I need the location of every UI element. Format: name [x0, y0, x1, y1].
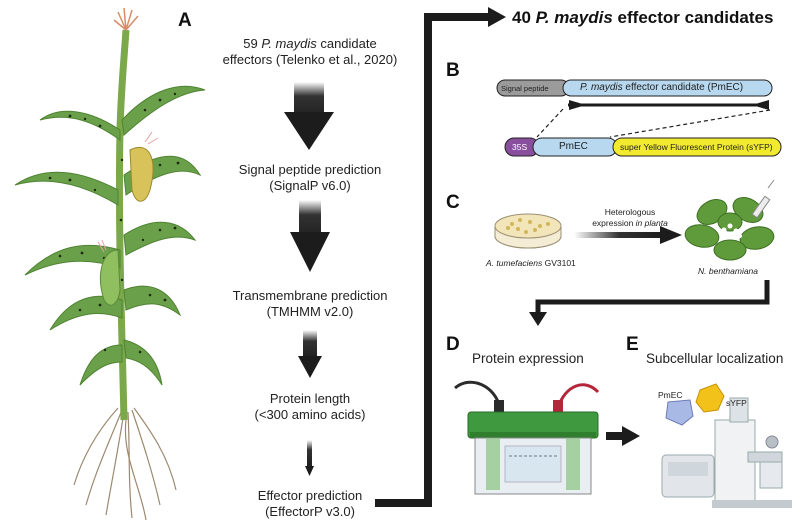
syfp-protein-label: sYFP	[726, 398, 747, 408]
panel-label-c: C	[446, 192, 460, 213]
pmec-short-label: PmEC	[559, 141, 588, 152]
signal-peptide-label: Signal peptide	[501, 84, 549, 93]
pmec-long-label: P. maydis effector candidate (PmEC)	[580, 82, 744, 93]
host-plant-label: N. benthamiana	[698, 266, 759, 276]
protein-expression-title: Protein expression	[472, 351, 584, 366]
panel-label-a: A	[178, 10, 192, 31]
pmec-protein-label: PmEC	[658, 390, 683, 400]
pipeline-step-effectorp: Effector prediction (EffectorP v3.0)	[257, 488, 363, 519]
syfp-label: super Yellow Fluorescent Protein (sYFP)	[620, 142, 773, 152]
nicotiana-plant-illustration	[684, 179, 775, 261]
heterologous-expression-label: Heterologous expression in planta	[592, 207, 668, 228]
agroinfiltration-arrow	[574, 226, 682, 244]
connector-arrow-to-result	[375, 7, 506, 507]
arrow-d-to-e	[606, 426, 640, 446]
panel-label-b: B	[446, 60, 460, 81]
construct-diagram	[496, 79, 782, 157]
funnel-arrow-1	[284, 82, 334, 150]
protein-icons	[665, 383, 725, 426]
agrobacterium-strain-label: A. tumefaciens GV3101	[486, 258, 576, 268]
subcellular-localization-title: Subcellular localization	[646, 351, 784, 366]
panel-label-d: D	[446, 334, 460, 355]
pipeline-step-signalp: Signal peptide prediction (SignalP v6.0)	[238, 162, 382, 193]
petri-dish-illustration	[494, 213, 562, 249]
promoter-35s-label: 35S	[512, 142, 528, 152]
corn-plant-illustration	[14, 7, 206, 521]
funnel-arrow-4	[305, 440, 314, 476]
pipeline-step-initial: 59 P. maydis candidate effectors (Telenk…	[222, 36, 398, 67]
result-title: 40 P. maydis effector candidates	[512, 8, 774, 27]
funnel-arrow-2	[290, 200, 330, 272]
pipeline-step-tmhmm: Transmembrane prediction (TMHMM v2.0)	[232, 288, 388, 319]
gel-electrophoresis-illustration	[454, 380, 600, 495]
confocal-microscope-illustration	[661, 397, 792, 508]
connector-arrow-c-to-d	[529, 280, 770, 326]
funnel-arrow-3	[298, 330, 322, 378]
pipeline-step-length: Protein length (<300 amino acids)	[254, 391, 366, 422]
panel-label-e: E	[626, 334, 639, 355]
